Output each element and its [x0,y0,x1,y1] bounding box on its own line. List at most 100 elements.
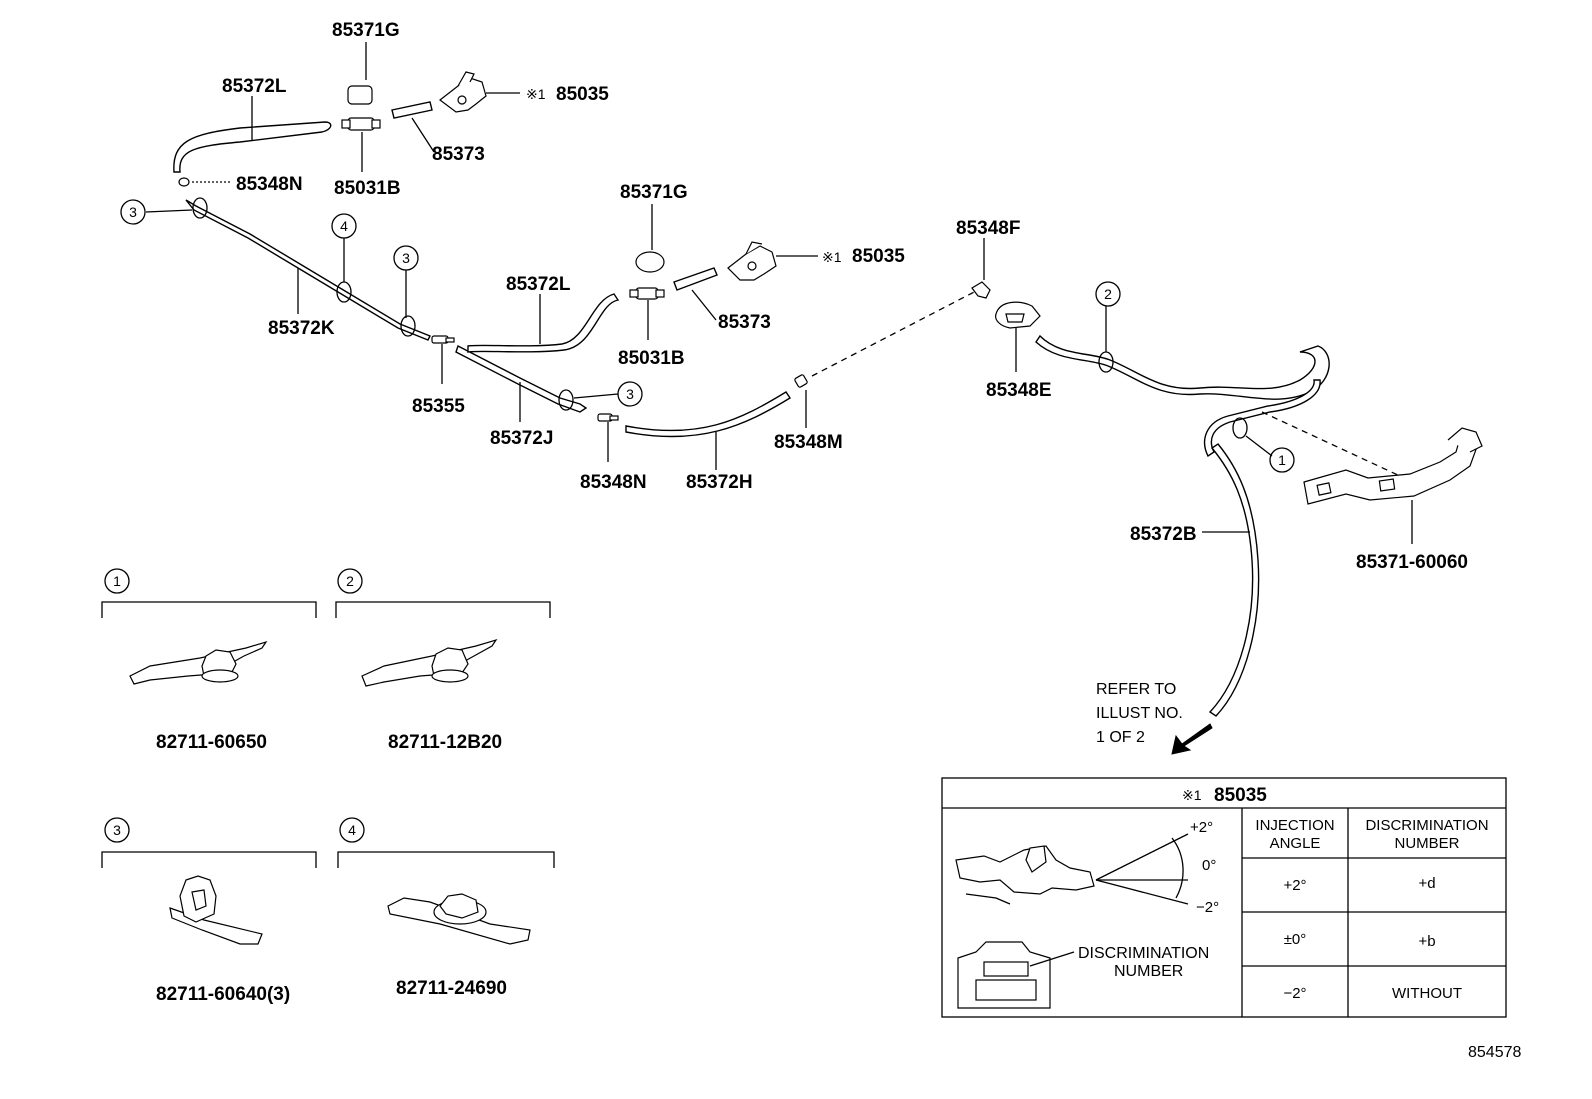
callout-circle [339,817,365,843]
row1-angle: +2° [1283,877,1306,894]
callout-number: 3 [402,250,410,266]
clip-index: 2 [346,573,354,589]
hose-85372B [1208,443,1260,717]
check-valve-part-middle [629,287,665,300]
refer-note-line1: REFER TO [1096,681,1176,698]
clip-82711-60640 [169,875,263,945]
clip-detail-3: 3 82711-60640(3) [101,817,317,1005]
hose-85373-middle [673,267,718,291]
note-mark-85035-middle: ※1 [822,249,842,265]
nozzle-angle-illustration: +2° 0° −2° [955,819,1219,916]
part-label-85373-middle: 85373 [718,312,771,333]
part-label-85355: 85355 [412,396,465,417]
callout-circle [104,817,130,843]
part-label-85031B-upper: 85031B [334,178,401,199]
callout-circle [337,568,363,594]
clip-82711-60650 [129,640,268,685]
clip-part-label: 82711-60640(3) [156,984,290,1005]
discrimination-illustration: DISCRIMINATION NUMBER [957,941,1209,1009]
clip-part-label: 82711-24690 [396,978,507,999]
part-label-85371G-upper: 85371G [332,20,400,41]
clip-detail-2: 2 82711-12B20 [335,568,551,753]
clip-82711-12B20 [361,638,498,687]
disc-label-line2: NUMBER [1114,963,1183,980]
part-label-85372L-middle: 85372L [506,274,571,295]
check-valve-part-upper [341,117,381,131]
part-label-85372J: 85372J [490,428,553,449]
arrow-icon [1171,723,1213,755]
part-label-85348M: 85348M [774,432,843,453]
clip-index: 4 [348,822,356,838]
hose-85372L-upper [173,121,332,173]
clip-detail-1: 1 82711-60650 [101,568,317,753]
callout-number: 2 [1104,286,1112,302]
hose-right-upper [1035,334,1330,400]
hose-85373-upper [391,101,433,119]
connector-85348M [794,374,808,388]
refer-note-line2: ILLUST NO. [1096,705,1183,722]
washer-nozzle-part-middle [727,241,777,281]
refer-note-line3: 1 OF 2 [1096,729,1145,746]
part-label-85348N-lower: 85348N [580,472,647,493]
row3-number: WITHOUT [1392,985,1462,1002]
angle-label-zero: 0° [1202,857,1216,874]
connector-85348N-lower [597,413,619,422]
callout-circle [331,213,357,239]
row1-number: +d [1418,875,1435,892]
part-label-85371-60060: 85371-60060 [1356,552,1468,573]
nozzle-detail-table: ※1 85035 INJECTION ANGLE DISCRIMINATION … [941,777,1507,1018]
clip-part-label: 82711-60650 [156,732,267,753]
col1-header-line2: ANGLE [1270,835,1321,852]
row2-number: +b [1418,933,1435,950]
callout-circle [393,245,419,271]
part-label-85035-upper: 85035 [556,84,609,105]
col2-header-line1: DISCRIMINATION [1365,817,1488,834]
disc-label-line1: DISCRIMINATION [1078,945,1209,962]
joint-85355 [431,335,455,344]
callout-number: 3 [129,204,137,220]
callout-circle [1269,447,1295,473]
callout-circle [104,568,130,594]
part-label-85372L-upper: 85372L [222,76,287,97]
part-label-85372K: 85372K [268,318,335,339]
clip-index: 3 [113,822,121,838]
col2-header-line2: NUMBER [1394,835,1459,852]
connector-85348F [971,281,991,299]
nozzle-cap-part [347,85,373,105]
callout-circle [120,199,146,225]
part-label-85372B: 85372B [1130,524,1197,545]
row2-angle: ±0° [1284,931,1307,948]
callout-number: 4 [340,218,348,234]
callout-number: 1 [1278,452,1286,468]
washer-nozzle-part-upper [439,71,487,113]
part-label-85031B-middle: 85031B [618,348,685,369]
table-title: 85035 [1214,785,1267,806]
right-nozzle-group: 85348F 85348E 2 1 85372B [956,218,1483,717]
part-label-85371G-middle: 85371G [620,182,688,203]
dashed-connection [1261,411,1401,477]
note-mark-85035-upper: ※1 [526,86,546,102]
clip-index: 1 [113,573,121,589]
part-label-85373-upper: 85373 [432,144,485,165]
part-label-85372H: 85372H [686,472,753,493]
table-title-mark: ※1 [1182,787,1202,803]
hose-85372H [625,391,791,438]
part-label-85348F: 85348F [956,218,1020,239]
main-hose-run: 85372K 3 4 3 85355 85372J 3 [120,197,979,493]
part-label-85035-middle: 85035 [852,246,905,267]
row3-angle: −2° [1283,985,1306,1002]
upper-nozzle-group: 85371G 85372L 85031B 85373 ※1 85035 8534… [173,20,609,199]
dashed-connection [811,289,979,377]
connector-85348N-upper [178,177,190,187]
hose-85372K [185,199,431,341]
part-label-85348N-upper: 85348N [236,174,303,195]
refer-note: REFER TO ILLUST NO. 1 OF 2 [1096,681,1213,755]
hose-85372L-middle [467,293,620,353]
nozzle-85348E [995,301,1041,329]
clip-82711-24690 [387,893,531,945]
callout-number: 3 [626,386,634,402]
clip-part-label: 82711-12B20 [388,732,502,753]
bracket-85371-60060 [1303,427,1483,505]
nozzle-cap-part [635,251,665,273]
